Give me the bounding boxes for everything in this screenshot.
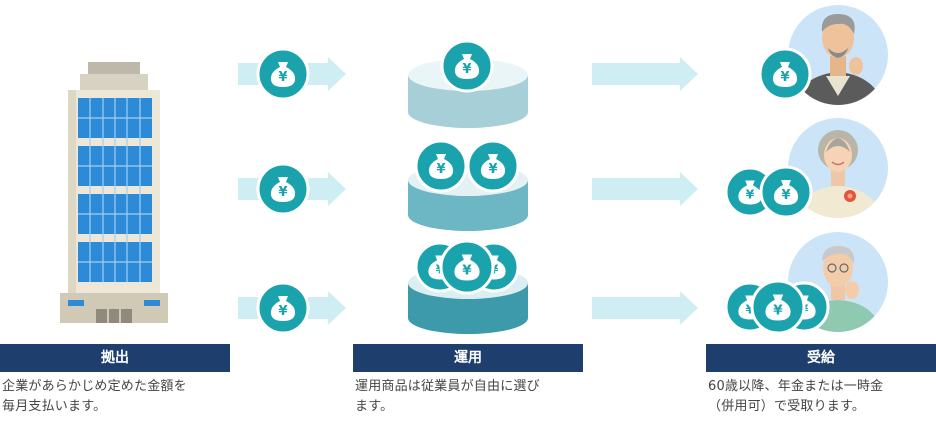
flow-arrow (592, 172, 698, 206)
yen-coin-icon: ¥ (466, 139, 520, 193)
yen-coin-icon: ¥ (439, 239, 495, 295)
step-label-receipt: 受給 (706, 344, 936, 372)
pension-flow-diagram: ¥¥¥¥¥¥¥¥¥¥¥¥¥¥¥ (60, 5, 888, 335)
yen-coin-icon: ¥ (256, 47, 310, 101)
yen-symbol: ¥ (436, 162, 445, 177)
yen-symbol: ¥ (462, 262, 472, 278)
yen-coin-icon: ¥ (750, 279, 806, 335)
step-description-contribution: 企業があらかじめ定めた金額を 毎月支払います。 (2, 379, 187, 414)
yen-symbol: ¥ (488, 162, 497, 177)
yen-symbol: ¥ (773, 302, 783, 318)
step-description-investment: 運用商品は従業員が自由に選び ます。 (355, 379, 540, 414)
step-label-contribution: 拠出 (0, 344, 230, 372)
office-building-icon (60, 62, 168, 323)
yen-symbol: ¥ (746, 187, 755, 202)
step-label-investment: 運用 (353, 344, 583, 372)
yen-coin-icon: ¥ (759, 165, 813, 219)
yen-coin-icon: ¥ (758, 47, 812, 101)
yen-symbol: ¥ (278, 70, 287, 85)
yen-symbol: ¥ (781, 188, 790, 203)
yen-symbol: ¥ (780, 70, 789, 85)
step-description-receipt: 60歳以降、年金または一時金 （併用可）で受取ります。 (708, 379, 884, 414)
flow-arrow (592, 57, 698, 91)
yen-coin-icon: ¥ (414, 139, 468, 193)
coin-layer: ¥¥¥¥¥¥¥¥¥¥¥¥¥¥¥ (256, 39, 830, 335)
yen-coin-icon: ¥ (440, 39, 494, 93)
yen-symbol: ¥ (278, 185, 287, 200)
yen-symbol: ¥ (278, 304, 287, 319)
yen-symbol: ¥ (462, 62, 471, 77)
yen-coin-icon: ¥ (256, 281, 310, 335)
yen-coin-icon: ¥ (256, 162, 310, 216)
yen-symbol: ¥ (746, 302, 755, 317)
flow-arrow (592, 291, 698, 325)
